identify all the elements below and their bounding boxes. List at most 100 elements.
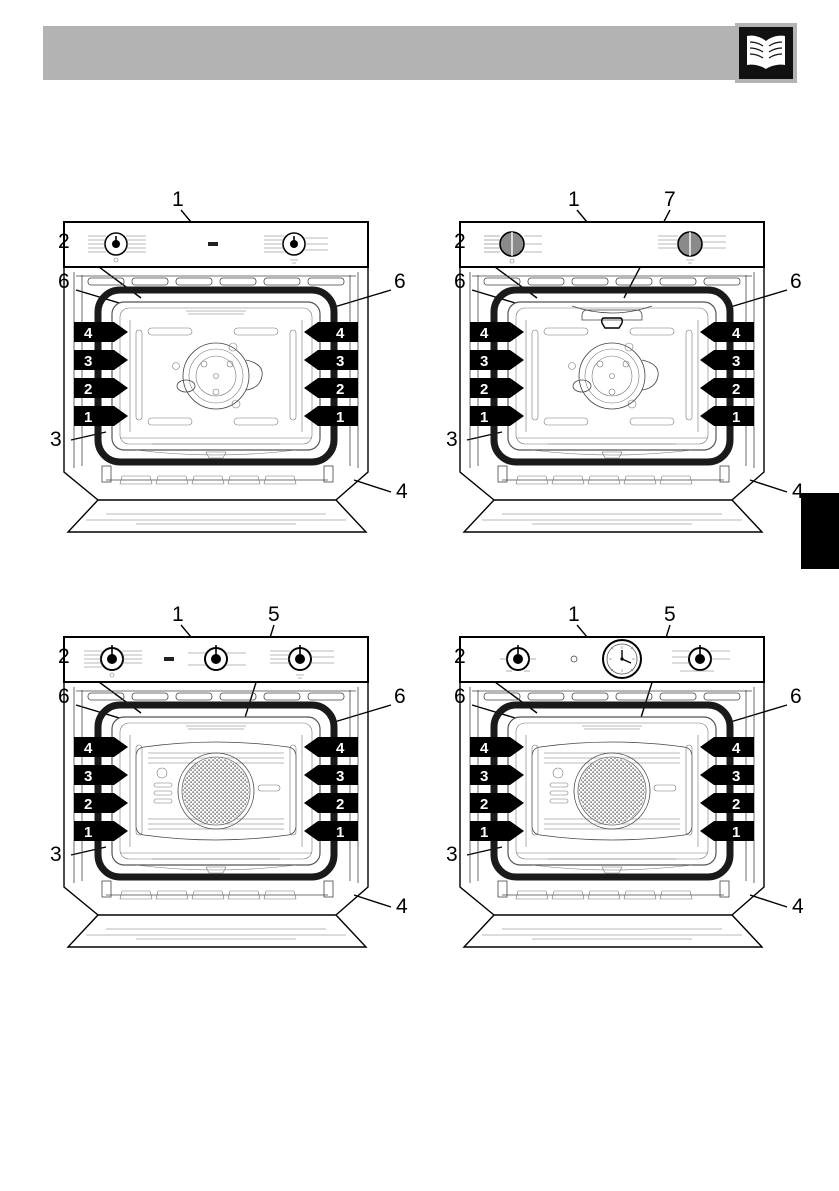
callout-1: 1: [568, 188, 580, 211]
rack-tag-3: 3: [470, 765, 524, 785]
thermostat-knob[interactable]: [658, 231, 726, 264]
rack-tag-1-label: 1: [480, 409, 488, 426]
callout-6-right: 6: [790, 685, 802, 708]
callout-1: 1: [172, 188, 184, 211]
rack-tag-1: 1: [470, 406, 524, 426]
rack-tag-3-right-label: 3: [732, 768, 740, 785]
function-knob[interactable]: [484, 231, 542, 264]
rack-tag-1: 1: [470, 821, 524, 841]
rack-tag-2-label: 2: [84, 381, 92, 398]
callout-1: 1: [568, 603, 580, 626]
callout-2: 2: [454, 645, 466, 668]
rack-tag-4-right: 4: [700, 322, 754, 342]
oven-door[interactable]: [462, 880, 764, 948]
figure-top-right: 4 3 2 1 4 3 2 1: [432, 180, 822, 540]
figure-bottom-left: 4 3 2 1 4 3 2 1: [36, 595, 426, 955]
callout-6-left: 6: [58, 270, 70, 293]
callout-7: 7: [664, 188, 676, 211]
rack-tag-2-label: 2: [84, 796, 92, 813]
function-knob[interactable]: [500, 645, 536, 672]
rack-tag-3-label: 3: [84, 768, 92, 785]
indicator-light: [164, 657, 174, 661]
callout-4: 4: [792, 895, 804, 918]
callout-4: 4: [396, 480, 408, 503]
rack-tag-1-right-label: 1: [336, 824, 344, 841]
rack-tag-1-label: 1: [84, 824, 92, 841]
book-icon-inner: [739, 27, 793, 79]
rack-tag-2-right-label: 2: [732, 796, 740, 813]
rack-tag-4-label: 4: [84, 325, 93, 342]
rack-tag-3: 3: [470, 350, 524, 370]
rack-tag-2-right: 2: [700, 793, 754, 813]
rack-tags-right: 4 3 2 1: [304, 737, 358, 841]
indicator-light: [208, 242, 218, 246]
rack-tag-2-right-label: 2: [336, 381, 344, 398]
callout-3: 3: [50, 843, 62, 866]
rack-tag-1-right-label: 1: [732, 409, 740, 426]
function-knob[interactable]: [88, 232, 146, 263]
callout-6-left: 6: [454, 685, 466, 708]
figure-top-left: 4 3 2 1 4 3 2 1: [36, 180, 426, 540]
callout-5: 5: [664, 603, 676, 626]
rack-tag-1-right-label: 1: [336, 409, 344, 426]
rack-tag-2: 2: [74, 793, 128, 813]
timer-knob[interactable]: [188, 645, 246, 671]
rack-tag-2-right-label: 2: [336, 796, 344, 813]
rack-tag-2: 2: [74, 378, 128, 398]
callout-5: 5: [268, 603, 280, 626]
gas-burner: [172, 342, 263, 410]
rack-tag-4-right-label: 4: [732, 325, 741, 342]
rack-tag-3-right: 3: [700, 765, 754, 785]
rack-tag-4: 4: [74, 322, 128, 342]
rack-tag-4-right: 4: [700, 737, 754, 757]
callout-2: 2: [454, 230, 466, 253]
rack-tag-4-label: 4: [84, 740, 93, 757]
door-seal: [490, 286, 734, 466]
rack-tag-2: 2: [470, 793, 524, 813]
rack-tags-right: 4 3 2 1: [304, 322, 358, 426]
rack-tag-4: 4: [470, 322, 524, 342]
rack-tag-3-label: 3: [84, 353, 92, 370]
rack-tag-2: 2: [470, 378, 524, 398]
door-seal: [94, 701, 338, 881]
figure-bottom-right: 4 3 2 1 4 3 2 1: [432, 595, 822, 955]
page-edge-tab: [801, 493, 839, 569]
rack-tag-3-label: 3: [480, 353, 488, 370]
oven-door[interactable]: [66, 465, 368, 533]
rack-tag-4-right: 4: [304, 322, 358, 342]
fan-cover: [177, 752, 255, 830]
callout-3: 3: [446, 428, 458, 451]
rack-tag-4-right-label: 4: [336, 325, 345, 342]
oven-door[interactable]: [462, 465, 764, 533]
thermostat-knob[interactable]: [270, 645, 334, 679]
thermostat-knob[interactable]: [672, 645, 730, 672]
rack-tag-4-right: 4: [304, 737, 358, 757]
thermostat-knob[interactable]: [264, 232, 328, 264]
function-knob[interactable]: [84, 645, 142, 678]
indicator-light: [570, 655, 578, 663]
door-seal: [490, 701, 734, 881]
fan-cover: [573, 752, 651, 830]
callout-1: 1: [172, 603, 184, 626]
oven-cavity: [507, 301, 717, 451]
analog-clock[interactable]: [602, 639, 642, 679]
callout-6-right: 6: [394, 685, 406, 708]
rack-tags-left: 4 3 2 1: [74, 322, 128, 426]
rack-tag-3-right: 3: [304, 350, 358, 370]
rack-tag-4-right-label: 4: [336, 740, 345, 757]
oven-door[interactable]: [66, 880, 368, 948]
rack-tag-2-right: 2: [304, 378, 358, 398]
rack-tag-4-right-label: 4: [732, 740, 741, 757]
open-book-icon: [747, 35, 785, 69]
rack-tags-left: 4 3 2 1: [74, 737, 128, 841]
rack-tag-2-right: 2: [304, 793, 358, 813]
rack-tags-right: 4 3 2 1: [700, 737, 754, 841]
rack-tag-1: 1: [74, 821, 128, 841]
rack-tag-3-right-label: 3: [336, 353, 344, 370]
callout-6-right: 6: [790, 270, 802, 293]
rack-tag-1-right: 1: [700, 821, 754, 841]
rack-tag-3-right-label: 3: [732, 353, 740, 370]
rack-tag-1-right: 1: [700, 406, 754, 426]
rack-tag-3-right: 3: [700, 350, 754, 370]
rack-tag-1-right: 1: [304, 406, 358, 426]
